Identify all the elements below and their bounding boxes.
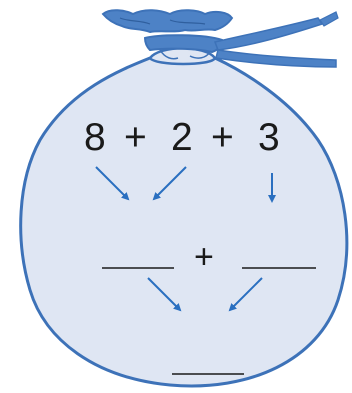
- middle-operator: +: [194, 238, 214, 276]
- arrow-term2-down-left: [152, 166, 187, 201]
- expression-term-3: 3: [258, 116, 280, 159]
- arrow-left-blank-down-right: [147, 277, 182, 312]
- arrow-term1-down-right: [95, 166, 130, 201]
- bag-cord-lower: [215, 49, 337, 68]
- bag-body: [19, 56, 349, 388]
- bag-neck: [148, 47, 217, 66]
- arrow-right-blank-down-left: [228, 277, 263, 312]
- expression-operator-1: +: [124, 116, 147, 159]
- expression-term-2: 2: [171, 116, 193, 159]
- bag-cord-upper: [213, 17, 324, 51]
- expression-operator-2: +: [211, 116, 234, 159]
- expression-term-1: 8: [84, 116, 106, 159]
- bag-cord-band: [143, 34, 224, 54]
- bag-knot: [101, 9, 234, 34]
